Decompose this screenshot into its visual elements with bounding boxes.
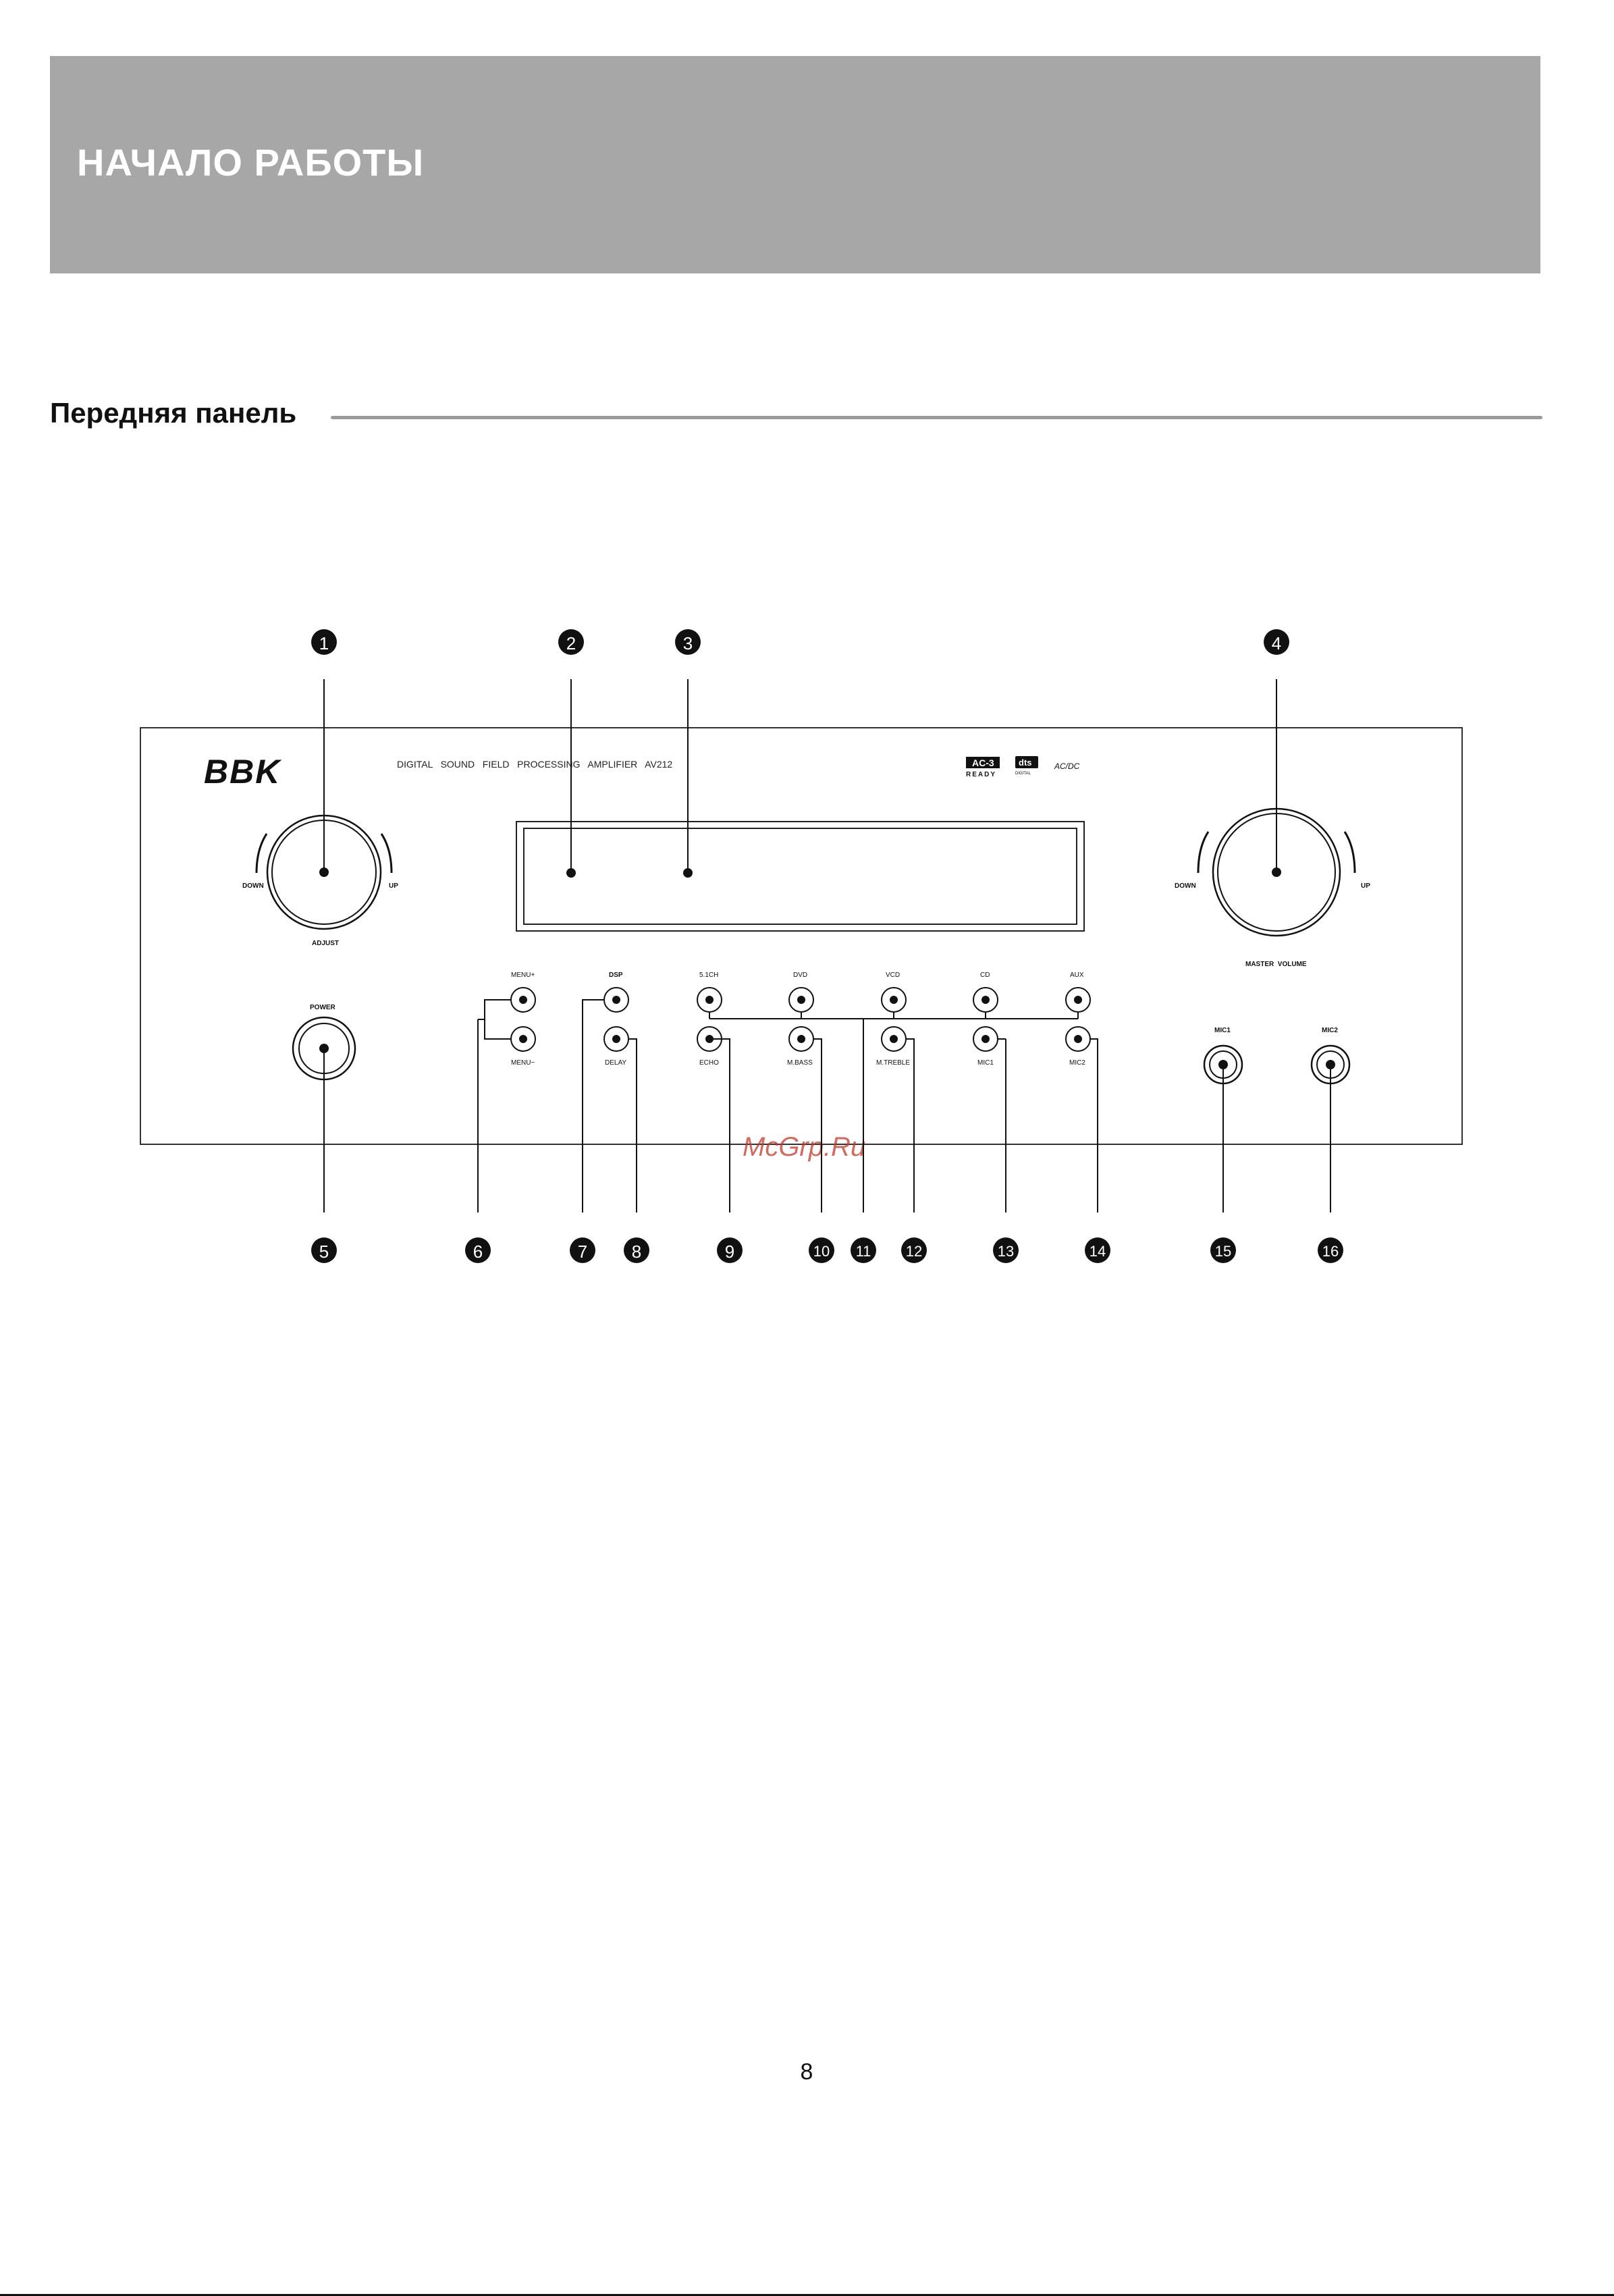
front-panel-diagram: BBK DIGITAL SOUND FIELD PROCESSING AMPLI…	[0, 0, 1614, 1283]
svg-text:DIGITAL: DIGITAL	[1015, 772, 1031, 776]
echo-button[interactable]: ECHO	[697, 1027, 722, 1067]
svg-text:CD: CD	[980, 971, 990, 979]
svg-text:5: 5	[319, 1242, 329, 1262]
m-treble-button[interactable]: M.TREBLE	[876, 1027, 910, 1067]
svg-text:AUX: AUX	[1070, 971, 1084, 979]
brand-logo: BBK	[204, 753, 282, 791]
svg-text:DSP: DSP	[609, 971, 623, 979]
cd-button[interactable]: CD	[973, 971, 998, 1012]
svg-text:10: 10	[813, 1243, 830, 1260]
panel-outline	[140, 728, 1462, 1144]
callout-8: 8	[624, 1237, 649, 1263]
display-window-outer	[516, 822, 1084, 931]
svg-text:MENU−: MENU−	[511, 1059, 535, 1067]
svg-text:MIC1: MIC1	[977, 1059, 994, 1067]
svg-text:9: 9	[725, 1242, 734, 1262]
master-volume-knob[interactable]: DOWN UP MASTER VOLUME	[1175, 809, 1370, 968]
5-1ch-button[interactable]: 5.1CH	[697, 971, 722, 1012]
svg-text:MENU+: MENU+	[511, 971, 535, 979]
svg-text:UP: UP	[389, 882, 398, 890]
dts-logo: dts DIGITAL	[1015, 756, 1038, 776]
callout-5: 5	[311, 1237, 337, 1263]
svg-text:15: 15	[1215, 1243, 1231, 1260]
callout-14: 14	[1085, 1237, 1110, 1263]
svg-text:MIC2: MIC2	[1322, 1027, 1338, 1034]
svg-text:6: 6	[473, 1242, 483, 1262]
ac3-ready-logo: AC-3 READY	[966, 757, 1000, 778]
vcd-button[interactable]: VCD	[882, 971, 906, 1012]
callout-16: 16	[1318, 1237, 1343, 1263]
svg-text:7: 7	[578, 1242, 587, 1262]
m-bass-button[interactable]: M.BASS	[787, 1027, 813, 1067]
model-line: DIGITAL SOUND FIELD PROCESSING AMPLIFIER…	[397, 759, 672, 770]
svg-text:READY: READY	[966, 771, 996, 778]
dsp-button[interactable]: DSP	[604, 971, 628, 1012]
svg-text:DVD: DVD	[793, 971, 807, 979]
svg-text:DELAY: DELAY	[605, 1059, 626, 1067]
menu-minus-button[interactable]: MENU−	[511, 1027, 535, 1067]
svg-text:MIC2: MIC2	[1069, 1059, 1085, 1067]
page-number: 8	[786, 2059, 827, 2085]
callout-13: 13	[993, 1237, 1019, 1263]
callout-6: 6	[465, 1237, 491, 1263]
dvd-button[interactable]: DVD	[789, 971, 813, 1012]
svg-text:8: 8	[632, 1242, 641, 1262]
svg-text:MIC1: MIC1	[1214, 1027, 1231, 1034]
svg-text:14: 14	[1090, 1243, 1106, 1260]
mic2-button[interactable]: MIC2	[1066, 1027, 1090, 1067]
svg-text:dts: dts	[1019, 757, 1032, 768]
svg-text:POWER: POWER	[310, 1004, 336, 1011]
svg-text:11: 11	[856, 1243, 871, 1260]
svg-text:1: 1	[319, 633, 329, 653]
callout-4: 4	[1264, 629, 1289, 655]
svg-text:UP: UP	[1361, 882, 1370, 890]
callout-12: 12	[901, 1237, 927, 1263]
svg-text:M.BASS: M.BASS	[787, 1059, 813, 1067]
svg-text:ADJUST: ADJUST	[312, 940, 339, 947]
callout-11: 11	[851, 1237, 876, 1263]
display-window-inner	[524, 828, 1077, 924]
adjust-knob[interactable]: DOWN UP ADJUST	[242, 816, 398, 947]
callout-9: 9	[717, 1237, 743, 1263]
svg-text:12: 12	[906, 1243, 922, 1260]
svg-text:16: 16	[1322, 1243, 1339, 1260]
svg-text:M.TREBLE: M.TREBLE	[876, 1059, 910, 1067]
mic1-button[interactable]: MIC1	[973, 1027, 998, 1067]
callout-3: 3	[675, 629, 701, 655]
svg-text:13: 13	[998, 1243, 1014, 1260]
callout-10: 10	[809, 1237, 834, 1263]
menu-plus-button[interactable]: MENU+	[511, 971, 535, 1012]
svg-text:4: 4	[1272, 633, 1281, 653]
callout-2: 2	[558, 629, 584, 655]
watermark-text: McGrp.Ru	[743, 1132, 865, 1162]
svg-text:DOWN: DOWN	[242, 882, 264, 890]
svg-text:2: 2	[566, 633, 576, 653]
other-logo: AC/DC	[1054, 762, 1080, 771]
svg-text:5.1CH: 5.1CH	[699, 971, 718, 979]
svg-text:AC-3: AC-3	[972, 757, 994, 768]
delay-button[interactable]: DELAY	[604, 1027, 628, 1067]
svg-text:VCD: VCD	[886, 971, 900, 979]
callout-7: 7	[570, 1237, 595, 1263]
svg-text:MASTER VOLUME: MASTER VOLUME	[1245, 961, 1307, 968]
svg-text:ECHO: ECHO	[699, 1059, 719, 1067]
svg-text:DOWN: DOWN	[1175, 882, 1196, 890]
callout-1: 1	[311, 629, 337, 655]
callout-15: 15	[1210, 1237, 1236, 1263]
svg-text:3: 3	[683, 633, 693, 653]
aux-button[interactable]: AUX	[1066, 971, 1090, 1012]
